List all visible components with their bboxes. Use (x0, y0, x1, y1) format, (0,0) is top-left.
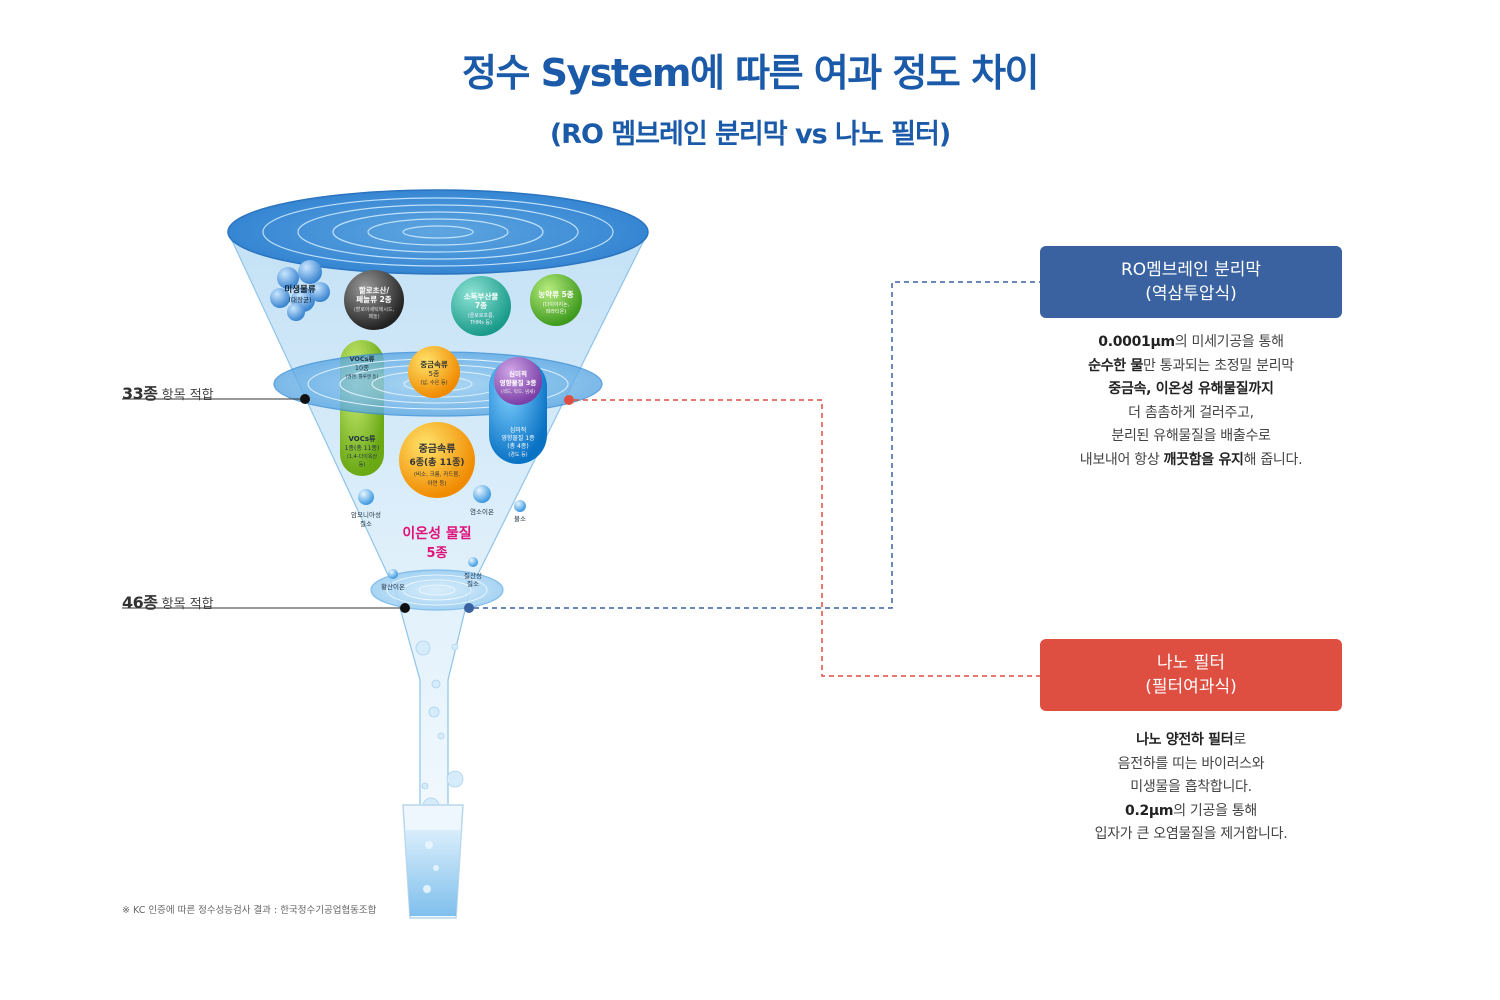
svg-text:중금속류: 중금속류 (419, 443, 456, 455)
vocs-bottom-label: VOCs류 1종(총 11종) (1,4-다이옥산 등) (345, 434, 380, 468)
svg-text:1종(총 11종): 1종(총 11종) (345, 444, 380, 452)
ro-desc-line: 내보내어 항상 깨끗함을 유지해 줍니다. (1079, 451, 1303, 468)
svg-text:소독부산물: 소독부산물 (464, 291, 499, 301)
svg-text:파라티온): 파라티온) (546, 308, 566, 315)
svg-text:5종: 5종 (429, 370, 440, 378)
nano-desc-line: 나노 양전하 필터로 (1136, 732, 1246, 748)
nano-desc-line: 음전하를 띠는 바이러스와 (1117, 755, 1265, 772)
ro-description: 0.0001μm의 미세기공을 통해 순수한 물만 통과되는 초정밀 분리막 중… (1040, 331, 1342, 472)
svg-text:10종: 10종 (355, 364, 369, 372)
svg-text:5종: 5종 (426, 546, 447, 561)
nano-connector (564, 395, 1040, 677)
svg-text:이온성 물질: 이온성 물질 (402, 525, 471, 542)
ro-membrane-box: RO멤브레인 분리막 (역삼투압식) (1040, 246, 1342, 318)
nano-desc-line: 입자가 큰 오염물질을 제거합니다. (1094, 826, 1288, 842)
ro-box-title: RO멤브레인 분리막 (1120, 260, 1262, 280)
svg-text:(경도 등): (경도 등) (508, 451, 527, 458)
svg-text:불소: 불소 (514, 514, 526, 523)
ionic-substance-label: 이온성 물질 5종 (402, 525, 471, 561)
heavy-metal-bottom-ball: 중금속류 6종(총 11종) (비소, 크롬, 카드뮴, 아연 등) (399, 422, 475, 498)
svg-text:(비소, 크롬, 카드뮴,: (비소, 크롬, 카드뮴, (414, 470, 461, 478)
level-count-46: 46종 (122, 593, 158, 612)
svg-text:할로초산/: 할로초산/ (359, 285, 390, 295)
ro-desc-line: 분리된 유해물질을 배출수로 (1111, 428, 1271, 444)
microbes-icon: 미생물류 (대장균) (270, 260, 330, 321)
ro-connector (464, 281, 1040, 613)
svg-text:황산이온: 황산이온 (381, 582, 405, 591)
svg-text:(할로아세틱에시드,: (할로아세틱에시드, (354, 306, 395, 313)
lower-water-disc (370, 569, 504, 611)
ro-desc-line: 더 촘촘하게 걸러주고, (1128, 404, 1254, 421)
aesthetic-pill: 심미적 영향물질 3종 (색도, 탁도, 냄새) 심미적 영향물질 1종 (총 … (489, 357, 547, 464)
svg-text:등): 등) (359, 462, 366, 468)
svg-text:(다이아지논,: (다이아지논, (543, 301, 570, 308)
nano-desc-line: 미생물을 흡착합니다. (1130, 779, 1252, 795)
svg-text:영향물질 3종: 영향물질 3종 (500, 378, 537, 387)
svg-text:페놀): 페놀) (368, 313, 379, 320)
nano-filter-box: 나노 필터 (필터여과식) (1040, 639, 1342, 711)
svg-text:질산성: 질산성 (464, 571, 482, 580)
svg-text:THMs 등): THMs 등) (469, 320, 492, 326)
nano-desc-line: 0.2μm의 기공을 통해 (1125, 802, 1257, 819)
disinfection-byproduct-ball: 소독부산물 7종 (클로로포름, THMs 등) (451, 276, 511, 336)
svg-text:질소: 질소 (467, 580, 479, 588)
nano-box-title: 나노 필터 (1157, 653, 1225, 673)
svg-text:(벤젠, 톨루엔 등): (벤젠, 톨루엔 등) (346, 373, 379, 380)
svg-text:(클로로포름,: (클로로포름, (468, 313, 495, 319)
svg-text:(납, 수은 등): (납, 수은 등) (420, 379, 447, 386)
heavy-metal-top-ball: 중금속류 5종 (납, 수은 등) (408, 346, 460, 398)
svg-text:심미적: 심미적 (509, 369, 527, 378)
svg-text:페놀류 2종: 페놀류 2종 (356, 294, 392, 304)
svg-text:염소이온: 염소이온 (470, 507, 494, 516)
level-dot-46 (400, 603, 410, 613)
ro-desc-line: 0.0001μm의 미세기공을 통해 (1098, 334, 1284, 350)
pesticide-ball: 농약류 5종 (다이아지논, 파라티온) (530, 274, 582, 326)
footnote: ※ KC 인증에 따른 정수성능검사 결과 : 한국정수기공업협동조합 (122, 905, 377, 916)
level-text-33: 항목 적합 (161, 388, 214, 403)
top-water-disc (227, 189, 649, 275)
level-count-33: 33종 (122, 384, 158, 403)
ro-box-subtitle: (역삼투압식) (1145, 284, 1237, 304)
svg-text:심미적: 심미적 (510, 426, 527, 434)
chloride-ion: 염소이온 (470, 485, 494, 516)
water-glass-icon (402, 804, 464, 919)
sulfate-ion: 황산이온 (381, 569, 405, 591)
svg-text:VOCs류: VOCs류 (349, 354, 374, 363)
level-text-46: 항목 적합 (161, 597, 214, 612)
svg-text:아연 등): 아연 등) (427, 479, 446, 487)
svg-text:7종: 7종 (475, 301, 487, 310)
haloacetic-ball: 할로초산/ 페놀류 2종 (할로아세틱에시드, 페놀) (344, 270, 404, 330)
level-label-33: 33종 항목 적합 (122, 380, 214, 404)
svg-text:영향물질 1종: 영향물질 1종 (501, 434, 535, 442)
svg-text:(1,4-다이옥산: (1,4-다이옥산 (347, 453, 378, 460)
nano-box-subtitle: (필터여과식) (1145, 677, 1237, 697)
svg-text:암모니아성: 암모니아성 (351, 510, 381, 519)
level-dot-33 (300, 394, 310, 404)
svg-text:6종(총 11종): 6종(총 11종) (410, 456, 465, 468)
vocs-top-label: VOCs류 10종 (벤젠, 톨루엔 등) (346, 354, 379, 380)
microbes-sub: (대장균) (288, 295, 311, 304)
svg-text:질소: 질소 (360, 520, 372, 528)
svg-text:VOCs류: VOCs류 (349, 434, 377, 443)
svg-text:중금속류: 중금속류 (420, 359, 448, 369)
svg-text:농약류 5종: 농약류 5종 (538, 289, 574, 299)
svg-text:(색도, 탁도, 냄새): (색도, 탁도, 냄새) (501, 388, 535, 395)
ro-desc-line: 중금속, 이온성 유해물질까지 (1108, 381, 1274, 397)
microbes-label: 미생물류 (284, 284, 315, 295)
svg-text:(총 4종): (총 4종) (507, 442, 528, 450)
page-title: 정수 System에 따른 여과 정도 차이 (462, 51, 1040, 95)
nitrate-ion: 질산성 질소 (464, 557, 482, 588)
ammonia-ion: 암모니아성 질소 (351, 489, 381, 528)
fluoride-ion: 불소 (514, 500, 526, 523)
level-label-46: 46종 항목 적합 (122, 589, 214, 613)
ro-desc-line: 순수한 물만 통과되는 초정밀 분리막 (1088, 357, 1294, 374)
nano-description: 나노 양전하 필터로 음전하를 띠는 바이러스와 미생물을 흡착합니다. 0.2… (1040, 729, 1342, 847)
page-subtitle: (RO 멤브레인 분리막 vs 나노 필터) (549, 119, 951, 150)
